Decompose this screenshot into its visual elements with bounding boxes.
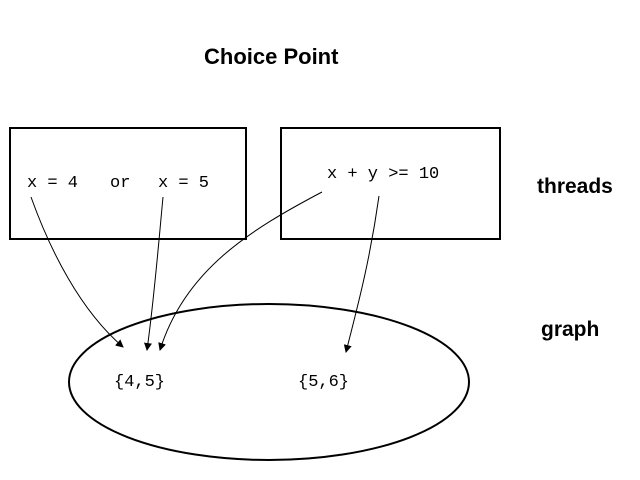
constraint-sum: x + y >= 10	[327, 165, 440, 184]
arrow-x4-to-node	[30, 196, 124, 348]
graph-node-left: {4,5}	[114, 373, 166, 392]
arrow-sum-to-left-node	[158, 191, 323, 351]
arrow-sum-to-right-node	[343, 195, 380, 353]
graph-node-right: {5,6}	[298, 373, 350, 392]
arrow-x5-to-node	[144, 196, 164, 351]
constraint-x-equals-5: x = 5	[158, 174, 210, 193]
thread-box-right	[280, 127, 501, 240]
graph-ellipse	[68, 303, 470, 461]
constraint-x-equals-4: x = 4	[27, 174, 79, 193]
graph-label: graph	[541, 318, 600, 341]
diagram-title: Choice Point	[204, 44, 339, 69]
constraint-or: or	[110, 174, 131, 193]
thread-box-left	[9, 127, 247, 240]
threads-label: threads	[537, 175, 613, 198]
